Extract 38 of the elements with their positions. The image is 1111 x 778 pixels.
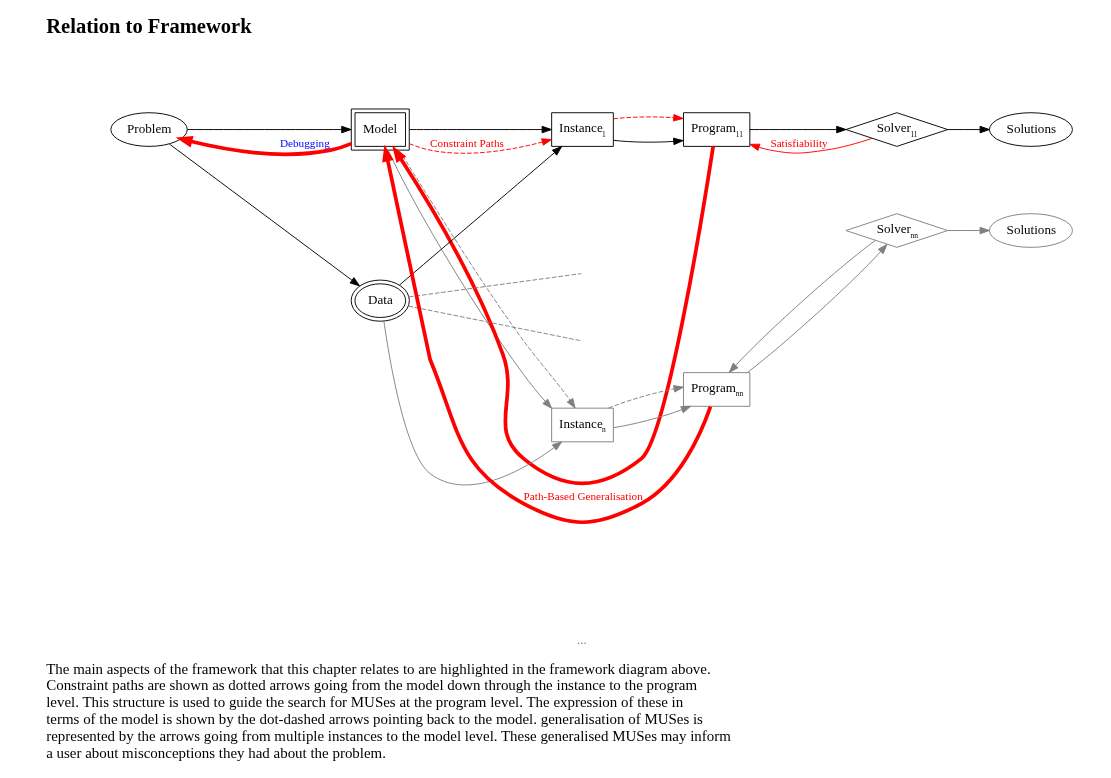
edge-label: Path-Based Generalisation xyxy=(523,490,643,503)
arrow xyxy=(947,125,990,134)
edge-label: Satisfiability xyxy=(770,136,828,149)
diagram-title: Relation to Framework xyxy=(46,14,252,37)
arrow xyxy=(746,244,888,374)
node-box: Model xyxy=(350,108,410,151)
arrow xyxy=(175,136,352,156)
arrow xyxy=(383,320,563,486)
connector xyxy=(408,273,582,298)
arrow xyxy=(612,137,684,146)
arrow xyxy=(399,146,563,286)
node-ellipse: Solutions xyxy=(988,112,1073,147)
node-diamond: Solver$_{nn}$ xyxy=(845,213,949,248)
arrow xyxy=(947,226,990,235)
connector xyxy=(408,305,582,342)
node-box: Instance$_{1}$ xyxy=(551,112,614,147)
label: ... xyxy=(576,632,587,648)
arrow xyxy=(612,114,684,122)
node-ellipse: Solutions xyxy=(988,213,1073,248)
arrow xyxy=(608,385,684,409)
node-ellipse: Problem xyxy=(110,112,188,147)
arrow xyxy=(612,405,692,429)
node-box: Program$_{11}$ xyxy=(683,112,751,147)
edge-label: Constraint Paths xyxy=(430,136,504,149)
arrow xyxy=(398,149,576,409)
node-box: Instance$_{n}$ xyxy=(551,407,614,443)
arrow xyxy=(409,125,552,134)
node-diamond: Solver$_{11}$ xyxy=(845,112,949,147)
caption: The main aspects of the framework that this chapter relates to are highlighted in the framework diagram above. Constraint paths are shown as dotted arrows going from the model down through the instance to the program level. This structure is used to guide the search for MUSes at the program level. The expression of these in terms of the model is shown by the dot-dashed arrows pointing back to the model. generalisation of MUSes is represented by the arrows going from multiple instances to the model level. These generalised MUSes may inform a user about misconceptions they had about the problem. xyxy=(46,660,731,761)
arrow xyxy=(169,143,360,287)
edge-label: Debugging xyxy=(279,136,330,149)
arrow xyxy=(728,239,876,373)
arrow xyxy=(186,125,352,134)
arrow xyxy=(749,125,847,134)
arrow xyxy=(749,137,873,154)
node-box: Program$_{nn}$ xyxy=(683,372,751,407)
arrow xyxy=(408,138,552,154)
arrow xyxy=(387,149,553,409)
